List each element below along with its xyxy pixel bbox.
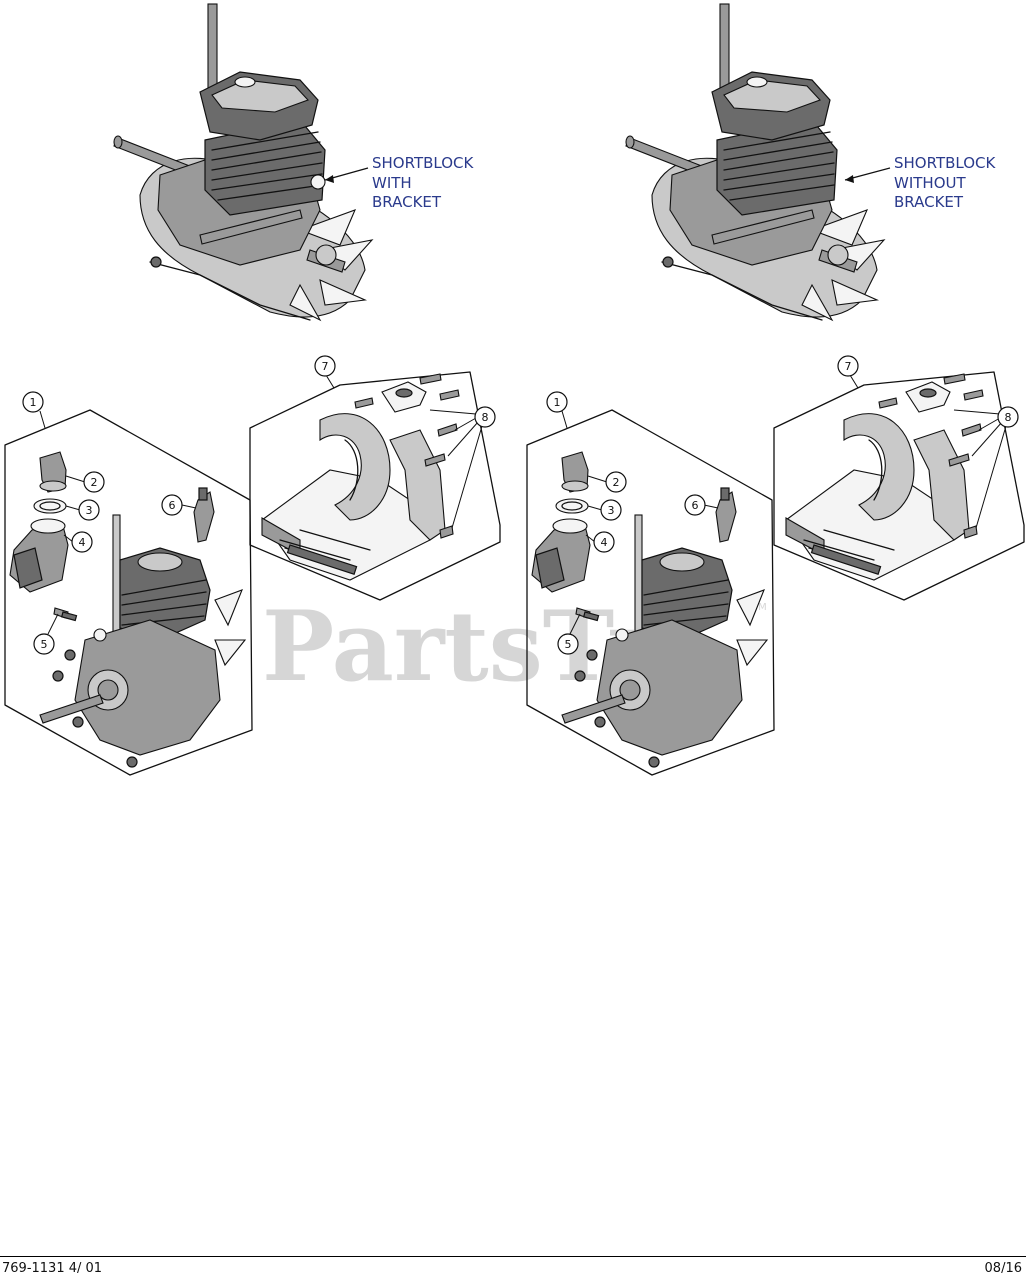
callout-line-1: SHORTBLOCK xyxy=(372,154,474,172)
callout-1: 1 xyxy=(22,391,44,413)
svg-text:4: 4 xyxy=(601,536,608,549)
svg-text:1: 1 xyxy=(554,396,561,409)
svg-text:5: 5 xyxy=(565,638,572,651)
svg-text:2: 2 xyxy=(91,476,98,489)
svg-text:1: 1 xyxy=(30,396,37,409)
watermark-text: PartsTr xyxy=(262,590,659,703)
left-exploded-engine xyxy=(4,409,253,776)
right-exploded-bracket xyxy=(773,371,1025,601)
callout-6: 6 xyxy=(684,494,706,516)
callout-7: 7 xyxy=(314,355,336,377)
callout-2: 2 xyxy=(605,471,627,493)
svg-text:2: 2 xyxy=(613,476,620,489)
shortblock-without-bracket-illustration xyxy=(625,3,885,321)
svg-text:8: 8 xyxy=(482,411,489,424)
callout-7: 7 xyxy=(837,355,859,377)
svg-text:5: 5 xyxy=(41,638,48,651)
shortblock-without-bracket-callout: SHORTBLOCK WITHOUT BRACKET xyxy=(844,154,996,211)
left-exploded-bracket xyxy=(249,371,501,601)
svg-text:7: 7 xyxy=(322,360,329,373)
svg-text:7: 7 xyxy=(845,360,852,373)
revision-date: 08/16 xyxy=(984,1261,1022,1276)
callout-5: 5 xyxy=(33,633,55,655)
right-part-callouts: 1 2 3 4 5 6 7 8 xyxy=(546,355,1019,655)
callout-line-2: WITH xyxy=(372,174,412,192)
callout-line-3: BRACKET xyxy=(894,193,964,211)
callout-line-2: WITHOUT xyxy=(894,174,966,192)
svg-text:3: 3 xyxy=(86,504,93,517)
callout-line-3: BRACKET xyxy=(372,193,442,211)
callout-4: 4 xyxy=(593,531,615,553)
callout-5: 5 xyxy=(557,633,579,655)
svg-text:6: 6 xyxy=(692,499,699,512)
callout-3: 3 xyxy=(78,499,100,521)
svg-text:4: 4 xyxy=(79,536,86,549)
callout-3: 3 xyxy=(600,499,622,521)
watermark: PartsTr TM xyxy=(262,590,767,703)
shortblock-with-bracket-illustration xyxy=(113,3,373,321)
left-leader-lines xyxy=(39,374,483,635)
shortblock-with-bracket-callout: SHORTBLOCK WITH BRACKET xyxy=(324,154,474,211)
callout-4: 4 xyxy=(71,531,93,553)
left-part-callouts: 1 2 3 4 5 6 7 8 xyxy=(22,355,496,655)
callout-8: 8 xyxy=(474,406,496,428)
svg-text:6: 6 xyxy=(169,499,176,512)
callout-8: 8 xyxy=(997,406,1019,428)
callout-2: 2 xyxy=(83,471,105,493)
callout-6: 6 xyxy=(161,494,183,516)
callout-1: 1 xyxy=(546,391,568,413)
callout-line-1: SHORTBLOCK xyxy=(894,154,996,172)
watermark-tm: TM xyxy=(751,602,767,613)
document-number: 769-1131 4/ 01 xyxy=(2,1261,103,1276)
right-leader-lines xyxy=(561,374,1007,635)
svg-text:3: 3 xyxy=(608,504,615,517)
svg-text:8: 8 xyxy=(1005,411,1012,424)
page-footer: 769-1131 4/ 01 08/16 xyxy=(0,1256,1026,1281)
